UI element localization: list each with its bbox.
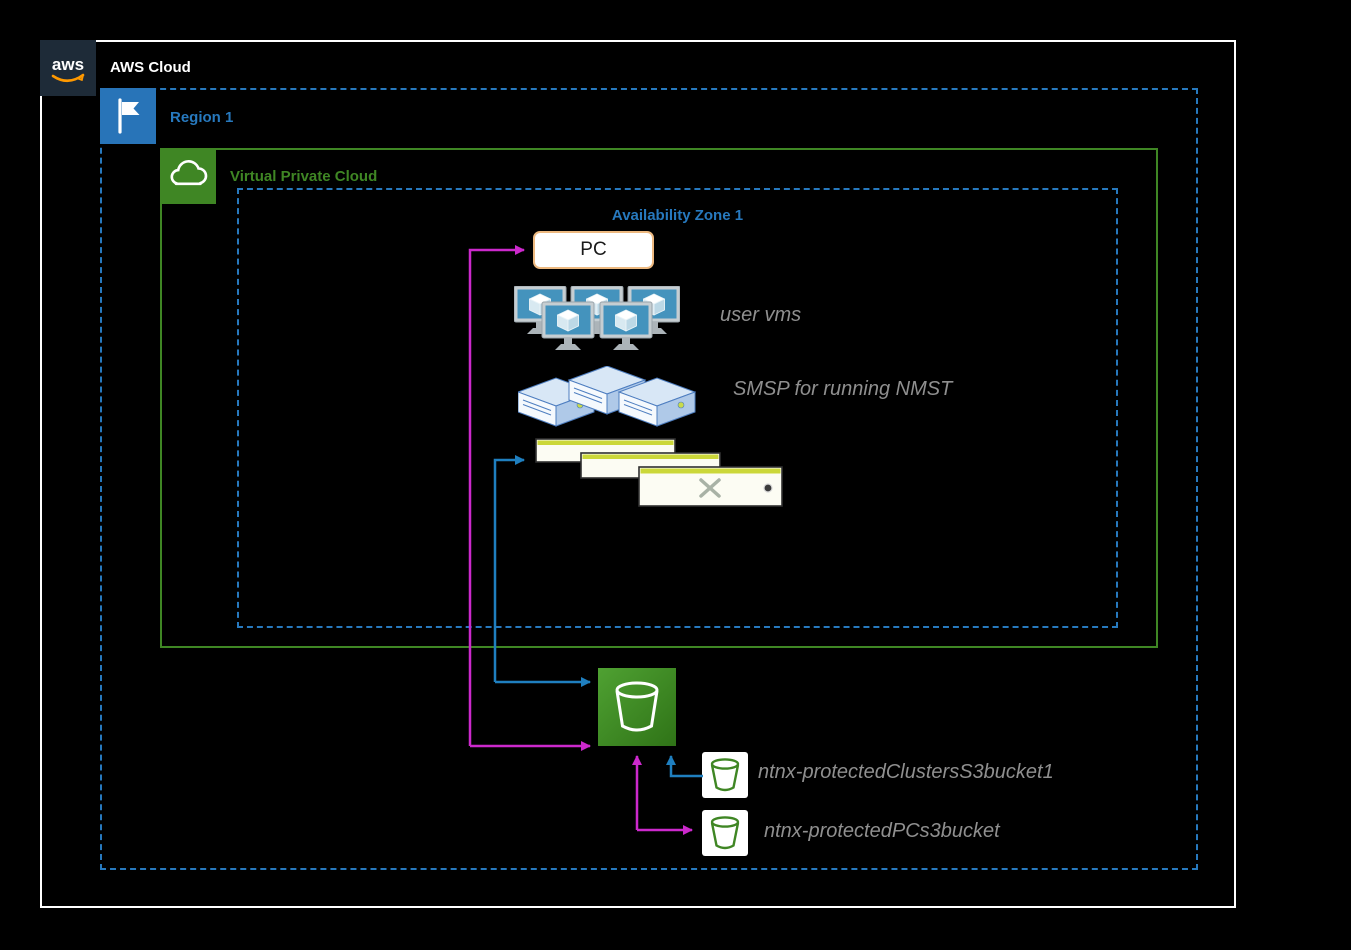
region-flag-icon — [100, 88, 156, 144]
bucket-clusters-label: ntnx-protectedClustersS3bucket1 — [758, 761, 1054, 783]
vpc-label: Virtual Private Cloud — [230, 168, 378, 185]
s3-bucket-pcs-icon — [702, 810, 748, 856]
pc-label: PC — [580, 239, 607, 260]
pc-node: PC — [533, 231, 654, 269]
vm-monitors-icon — [514, 286, 680, 352]
region-group — [100, 88, 1198, 870]
s3-bucket-icon — [598, 668, 676, 746]
s3-bucket-clusters-icon — [702, 752, 748, 798]
app-windows-icon — [535, 438, 783, 508]
vpc-group — [160, 148, 1158, 648]
smsp-label: SMSP for running NMST — [733, 378, 953, 400]
user-vms-label: user vms — [720, 304, 802, 326]
server-stack-icon — [518, 366, 696, 428]
availability-zone-group — [237, 188, 1118, 628]
region-label: Region 1 — [170, 109, 234, 126]
aws-logo-icon: aws — [40, 40, 96, 96]
bucket-pcs-label: ntnx-protectedPCs3bucket — [764, 820, 1000, 842]
vpc-cloud-icon — [160, 148, 216, 204]
svg-text:aws: aws — [52, 55, 84, 74]
availability-zone-label: Availability Zone 1 — [611, 207, 744, 224]
aws-cloud-label: AWS Cloud — [110, 59, 191, 76]
aws-cloud-group — [40, 40, 1236, 908]
